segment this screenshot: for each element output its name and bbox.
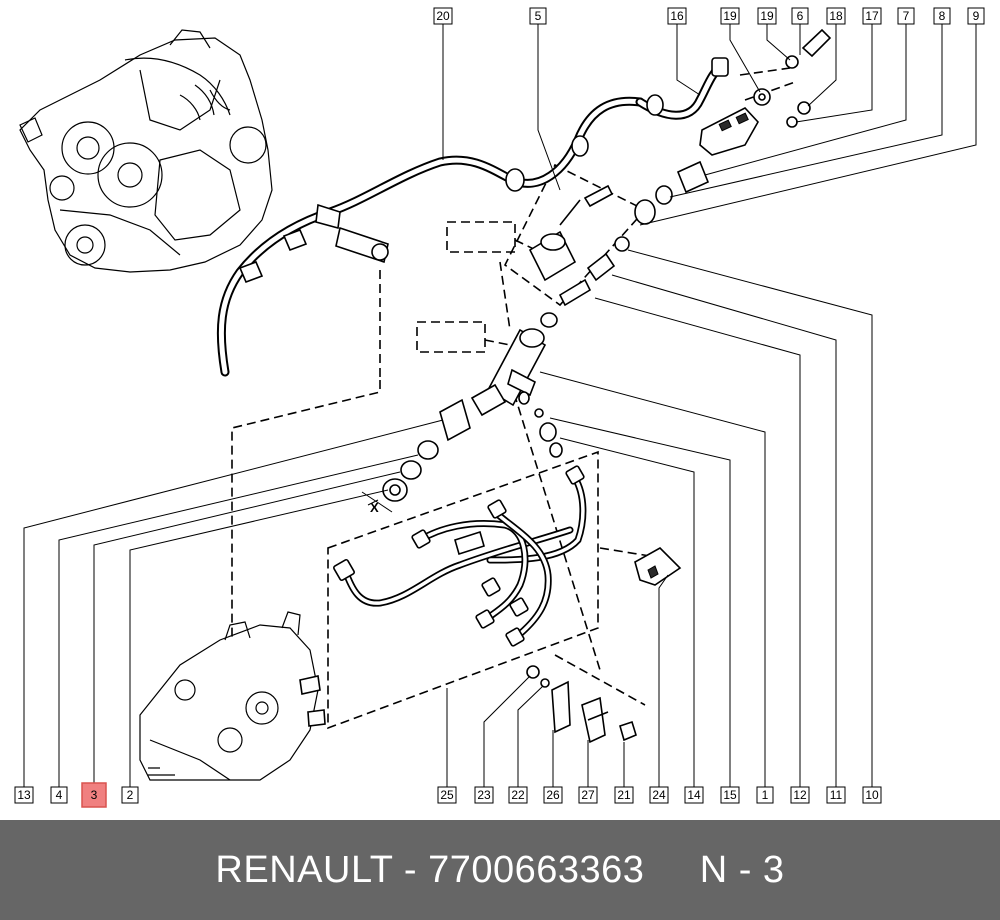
part-info-footer: RENAULT - 7700663363 N - 3 (0, 820, 1000, 920)
svg-text:25: 25 (440, 788, 454, 802)
svg-text:19: 19 (723, 9, 737, 23)
svg-text:19: 19 (760, 9, 774, 23)
svg-text:15: 15 (723, 788, 737, 802)
callout-7[interactable]: 7 (897, 7, 915, 25)
svg-text:22: 22 (511, 788, 525, 802)
footer-spacer (644, 849, 699, 891)
callout-25[interactable]: 25 (437, 786, 457, 804)
callout-20[interactable]: 20 (433, 7, 453, 25)
svg-text:9: 9 (973, 9, 980, 23)
svg-text:24: 24 (652, 788, 666, 802)
dashed-grouping-lines (231, 67, 796, 730)
svg-text:4: 4 (56, 788, 63, 802)
svg-text:18: 18 (829, 9, 843, 23)
svg-text:27: 27 (581, 788, 595, 802)
svg-text:13: 13 (17, 788, 31, 802)
diagram-position: N - 3 (699, 848, 785, 891)
brand-separator: - (392, 848, 429, 891)
callout-10[interactable]: 10 (862, 786, 882, 804)
svg-text:26: 26 (546, 788, 560, 802)
callout-8[interactable]: 8 (933, 7, 951, 25)
svg-text:17: 17 (865, 9, 879, 23)
callout-3-highlighted[interactable]: 3 (81, 782, 107, 808)
svg-text:7: 7 (903, 9, 910, 23)
footer-text: RENAULT - 7700663363 N - 3 (215, 849, 784, 892)
callout-23[interactable]: 23 (474, 786, 494, 804)
svg-text:14: 14 (687, 788, 701, 802)
svg-text:10: 10 (865, 788, 879, 802)
return-fittings (614, 28, 832, 252)
callout-9[interactable]: 9 (967, 7, 985, 25)
svg-text:12: 12 (793, 788, 807, 802)
callout-6[interactable]: 6 (791, 7, 809, 25)
svg-text:23: 23 (477, 788, 491, 802)
injection-pump-illustration (139, 611, 326, 781)
bottom-callouts: 13 4 3 2 25 23 22 26 27 21 24 14 15 1 12… (14, 782, 882, 808)
svg-text:16: 16 (670, 9, 684, 23)
callout-16[interactable]: 16 (667, 7, 687, 25)
brand-name: RENAULT (215, 848, 393, 891)
injector-assembly (361, 184, 616, 513)
svg-text:20: 20 (436, 9, 450, 23)
callout-5[interactable]: 5 (529, 7, 547, 25)
engine-illustration (19, 29, 273, 273)
callout-4[interactable]: 4 (50, 786, 68, 804)
top-callouts: 20 5 16 19 19 6 18 17 7 8 9 (433, 7, 985, 25)
svg-text:5: 5 (535, 9, 542, 23)
callout-2[interactable]: 2 (121, 786, 139, 804)
leader-lines (23, 24, 977, 787)
exploded-parts-diagram: X 20 5 16 19 19 6 18 17 7 8 9 13 4 3 2 2… (14, 7, 985, 808)
callout-27[interactable]: 27 (578, 786, 598, 804)
callout-15[interactable]: 15 (720, 786, 740, 804)
callout-12[interactable]: 12 (790, 786, 810, 804)
callout-14[interactable]: 14 (684, 786, 704, 804)
svg-text:1: 1 (762, 788, 769, 802)
callout-21[interactable]: 21 (614, 786, 634, 804)
callout-17[interactable]: 17 (862, 7, 882, 25)
svg-text:2: 2 (127, 788, 134, 802)
svg-text:11: 11 (830, 788, 843, 802)
callout-22[interactable]: 22 (508, 786, 528, 804)
x-marker-label: X (370, 500, 379, 515)
svg-text:3: 3 (91, 788, 98, 802)
callout-13[interactable]: 13 (14, 786, 34, 804)
callout-18[interactable]: 18 (826, 7, 846, 25)
callout-19a[interactable]: 19 (720, 7, 740, 25)
callout-26[interactable]: 26 (543, 786, 563, 804)
clip-hardware (526, 547, 682, 744)
injection-pipes (333, 465, 587, 647)
callout-1[interactable]: 1 (756, 786, 774, 804)
leak-off-hose (216, 57, 729, 377)
callout-11[interactable]: 11 (826, 786, 846, 804)
callout-24[interactable]: 24 (649, 786, 669, 804)
svg-text:8: 8 (939, 9, 946, 23)
svg-text:6: 6 (797, 9, 804, 23)
part-number: 7700663363 (428, 848, 645, 891)
callout-19b[interactable]: 19 (757, 7, 777, 25)
svg-text:21: 21 (617, 788, 631, 802)
